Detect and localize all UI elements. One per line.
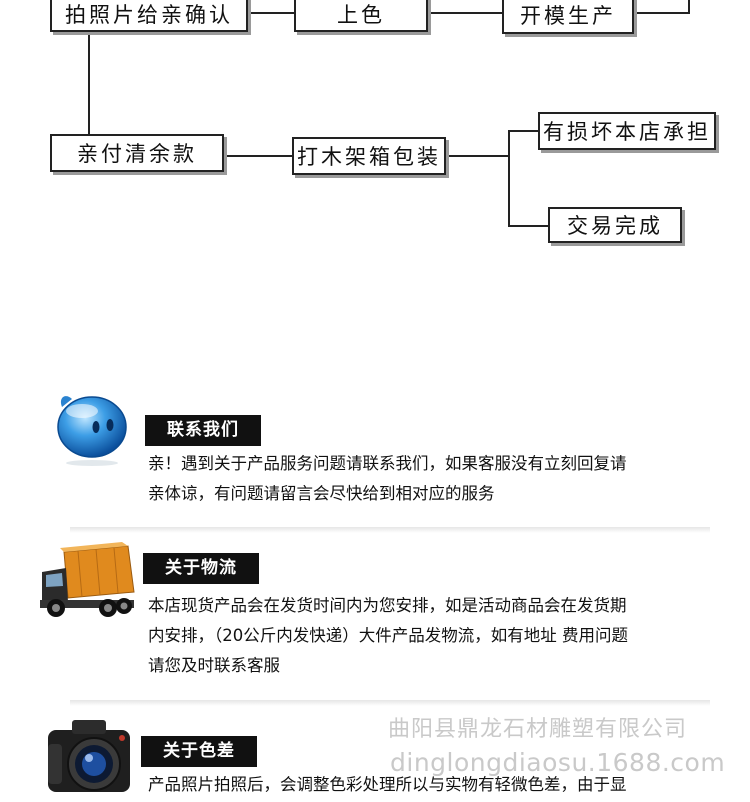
contact-title: 联系我们 — [145, 415, 261, 446]
divider-1 — [70, 527, 710, 533]
contact-text: 亲！遇到关于产品服务问题请联系我们，如果客服没有立刻回复请 亲体谅，有问题请留言… — [148, 449, 708, 509]
flow-step-damage: 有损坏本店承担 — [538, 112, 716, 150]
logistics-line-2: 内安排，（20公斤内发快递）大件产品发物流，如有地址 费用问题 — [148, 626, 628, 645]
logistics-line-1: 本店现货产品会在发货时间内为您安排，如是活动商品会在发货期 — [148, 596, 627, 615]
flow-step-mold: 开模生产 — [502, 0, 634, 34]
flow-step-crate: 打木架箱包装 — [292, 137, 446, 175]
truck-icon — [38, 542, 138, 620]
contact-line-1: 亲！遇到关于产品服务问题请联系我们，如果客服没有立刻回复请 — [148, 454, 627, 473]
logistics-title: 关于物流 — [143, 553, 259, 584]
camera-icon — [44, 714, 134, 798]
connector-top-2 — [428, 12, 502, 14]
flow-step-color: 上色 — [294, 0, 428, 32]
logistics-text: 本店现货产品会在发货时间内为您安排，如是活动商品会在发货期 内安排，（20公斤内… — [148, 591, 708, 681]
color-diff-text: 产品照片拍照后，会调整色彩处理所以与实物有轻微色差，由于显 — [148, 770, 708, 800]
watermark-url: dinglongdiaosu.1688.com — [390, 748, 726, 777]
connector-mid-1 — [224, 155, 292, 157]
flow-step-photo-confirm: 拍照片给亲确认 — [50, 0, 248, 32]
connector-left-vertical — [88, 32, 90, 134]
connector-top-3 — [634, 12, 690, 14]
connector-top-1 — [248, 12, 294, 14]
flow-step-balance: 亲付清余款 — [50, 134, 224, 172]
connector-branch-top — [508, 130, 538, 132]
connector-branch-vertical — [508, 130, 510, 227]
connector-mid-2 — [446, 155, 510, 157]
flow-step-done: 交易完成 — [548, 207, 682, 243]
divider-2 — [70, 700, 710, 706]
connector-branch-bottom — [508, 225, 548, 227]
contact-line-2: 亲体谅，有问题请留言会尽快给到相对应的服务 — [148, 484, 495, 503]
color-diff-title: 关于色差 — [141, 736, 257, 767]
chat-bubble-icon — [52, 389, 132, 469]
watermark-company: 曲阳县鼎龙石材雕塑有限公司 — [388, 717, 688, 742]
color-diff-line-1: 产品照片拍照后，会调整色彩处理所以与实物有轻微色差，由于显 — [148, 775, 627, 794]
connector-top-right-drop — [688, 0, 690, 14]
logistics-line-3: 请您及时联系客服 — [148, 656, 280, 675]
